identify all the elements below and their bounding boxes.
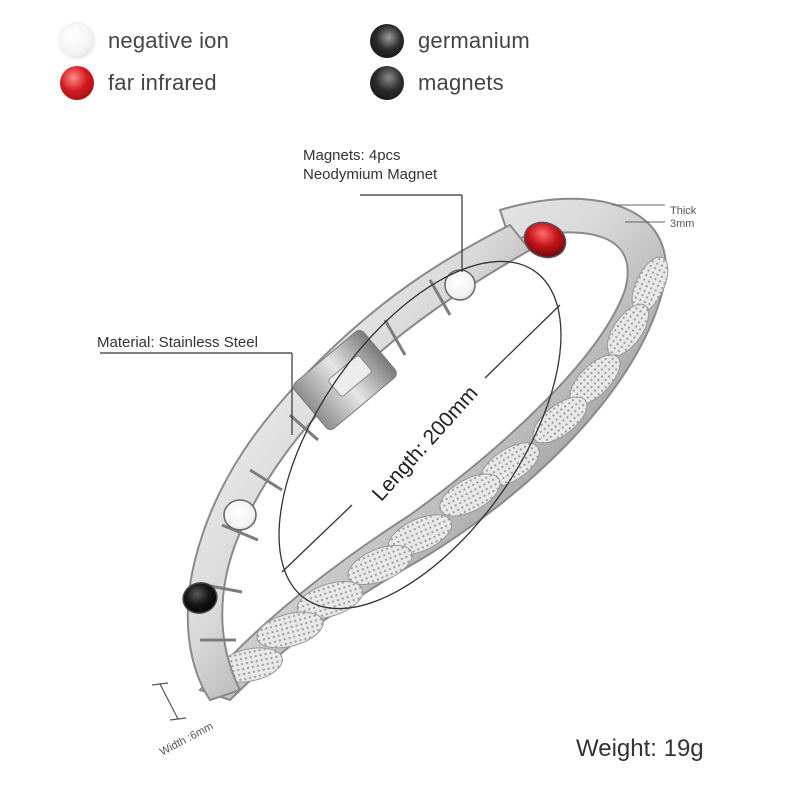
thick-callout-line1: Thick xyxy=(670,205,697,217)
material-callout-text: Material: Stainless Steel xyxy=(97,334,258,351)
legend-label: negative ion xyxy=(108,28,230,53)
legend-germanium: germanium xyxy=(370,24,530,58)
callout-lines xyxy=(100,194,665,435)
magnets-callout: Magnets: 4pcs Neodymium Magnet xyxy=(303,146,437,184)
magnets-callout-line1: Magnets: 4pcs xyxy=(303,147,401,164)
legend-label: germanium xyxy=(418,28,530,53)
legend-far-infrared: far infrared xyxy=(60,66,217,100)
bracelet-stones xyxy=(182,221,567,614)
legend-magnets: magnets xyxy=(370,66,504,100)
magnets-dot-icon xyxy=(370,66,404,100)
length-annotation xyxy=(278,260,562,610)
weight-label: Weight: 19g xyxy=(576,735,704,762)
bracelet-front-band xyxy=(186,223,532,702)
material-callout: Material: Stainless Steel xyxy=(97,333,258,352)
decorated-segments xyxy=(217,256,669,683)
legend-negative-ion: negative ion xyxy=(60,24,229,58)
legend-label: far infrared xyxy=(108,70,217,95)
magnets-callout-line2: Neodymium Magnet xyxy=(303,166,438,183)
negative-ion-dot-icon xyxy=(60,24,94,58)
germanium-dot-icon xyxy=(370,24,404,58)
width-annotation xyxy=(151,682,187,721)
far-infrared-dot-icon xyxy=(60,66,94,100)
thick-callout: Thick 3mm xyxy=(670,205,696,231)
thick-callout-line2: 3mm xyxy=(670,218,695,230)
width-label: Width :6mm xyxy=(158,720,215,758)
legend-label: magnets xyxy=(418,70,504,95)
